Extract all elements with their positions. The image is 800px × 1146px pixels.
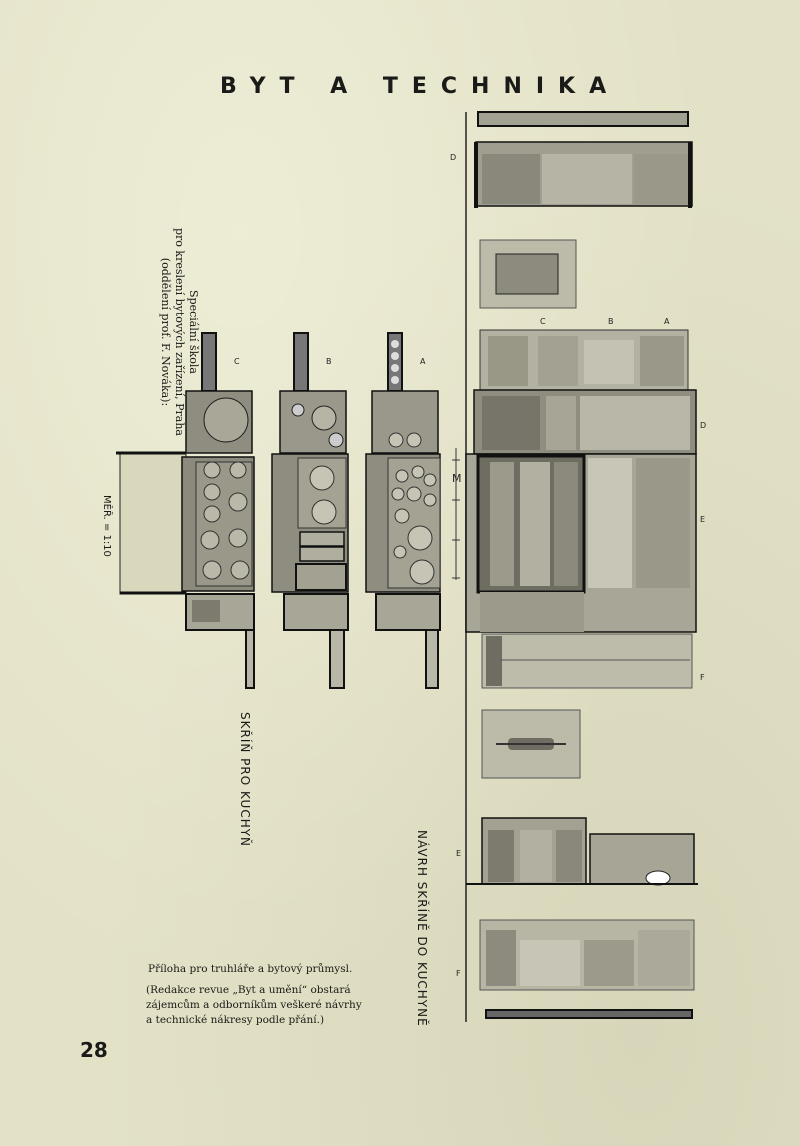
scale-ruler: [452, 448, 460, 580]
mark-c-left: C: [234, 357, 240, 366]
mark-f-right: F: [700, 673, 705, 682]
elevation-f: [479, 919, 695, 1019]
mark-b-right: B: [608, 317, 614, 326]
mark-e-right: E: [700, 515, 705, 524]
mark-d-top: D: [450, 153, 456, 162]
elevation-main: [465, 329, 697, 633]
label-skrin-pro-kuchyn: SKŘÍŇ PRO KUCHYŇ: [238, 712, 252, 848]
cabinet-plan-b: [271, 332, 349, 689]
mark-c-right: C: [540, 317, 546, 326]
elevation-top-strip: [474, 111, 693, 208]
scale-label: MĚŘ. = 1:10: [101, 495, 112, 557]
cabinet-plan-c: [116, 332, 255, 689]
mark-a-right: A: [664, 317, 670, 326]
cabinet-plan-a: [365, 332, 441, 689]
mark-e-lower: E: [456, 849, 461, 858]
mark-m: M: [452, 472, 462, 485]
page-title: BYT A TECHNIKA: [220, 74, 621, 99]
caption-line-2: (Redakce revue „Byt a umění“ obstará záj…: [146, 984, 362, 1026]
caption-line-1: Příloha pro truhláře a bytový průmysl.: [148, 963, 353, 975]
mark-b-left: B: [326, 357, 332, 366]
elevation-rolling-pin: [481, 709, 581, 779]
label-navrh-skrine: NÁVRH SKŘÍNĚ DO KUCHYNĚ: [415, 830, 429, 1027]
elevation-lower: [481, 633, 693, 689]
elevation-e: [466, 817, 698, 886]
mark-f-lower: F: [456, 969, 461, 978]
mark-d-right: D: [700, 421, 706, 430]
mark-a-left: A: [420, 357, 426, 366]
caption: Příloha pro truhláře a bytový průmysl. (…: [146, 962, 366, 1028]
section-marks: C B A D C B A D E F E F M: [234, 153, 706, 978]
page-number: 28: [80, 1038, 108, 1062]
elevation-box: [479, 239, 577, 309]
